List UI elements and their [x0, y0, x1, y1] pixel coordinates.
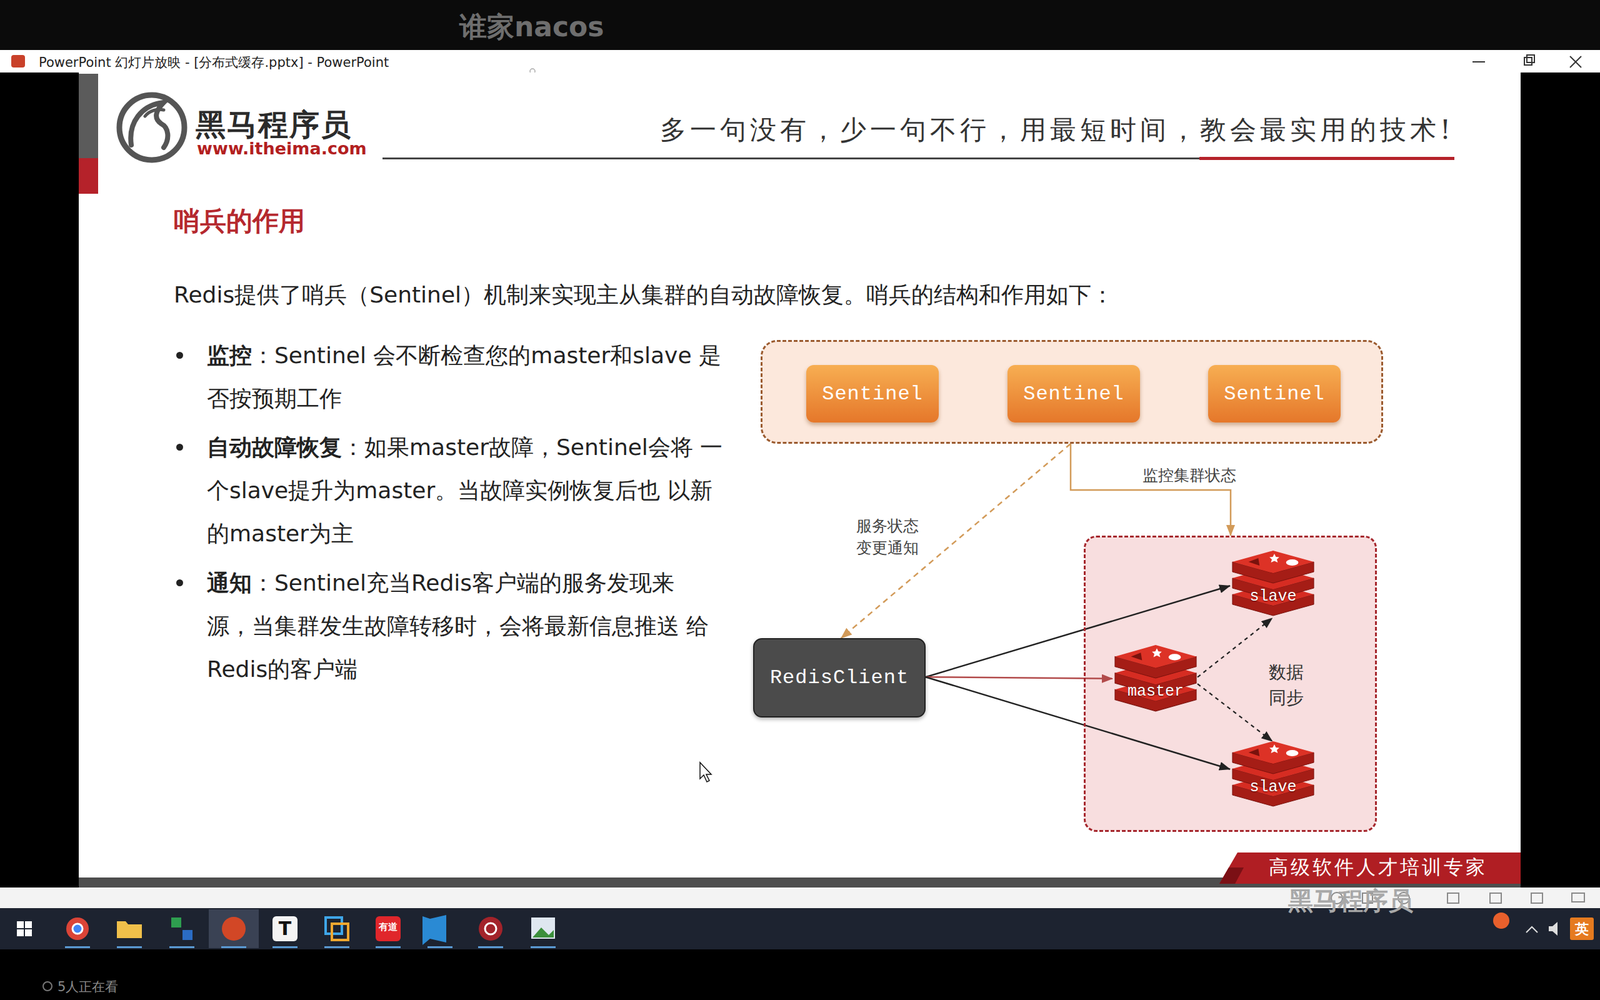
box-label: Sentinel	[1023, 382, 1125, 406]
redis-cluster-group: slave master slave	[1083, 535, 1377, 832]
slide-title: 哨兵的作用	[173, 203, 305, 239]
connector	[841, 443, 1071, 639]
sentinel-box: Sentinel	[1208, 365, 1341, 423]
redis-node: slave	[1230, 548, 1317, 621]
box-label: Sentinel	[821, 382, 924, 406]
box-label: Sentinel	[1223, 382, 1325, 406]
group-background	[1085, 536, 1376, 831]
redis-icon	[1112, 642, 1199, 717]
bullet-body: ：Sentinel充当Redis客户端的服务发现来 源，当集群发生故障转移时，会…	[206, 570, 709, 682]
group-background	[761, 341, 1382, 443]
taskbar-icon-text: 有道	[375, 921, 401, 934]
redis-node: master	[1112, 642, 1199, 717]
connector	[1197, 683, 1273, 742]
bullet-item: 监控：Sentinel 会不断检查您的master和slave 是否按预期工作	[206, 333, 726, 420]
bullet-heading: 监控	[206, 342, 252, 369]
redis-node: slave	[1230, 738, 1317, 812]
intro-text: Redis提供了哨兵（Sentinel）机制来实现主从集群的自动故障恢复。哨兵的…	[173, 280, 1114, 311]
client-box: RedisClient	[753, 638, 926, 718]
node-label: slave	[1230, 778, 1317, 797]
window-title: PowerPoint 幻灯片放映 - [分布式缓存.pptx] - PowerP…	[38, 53, 389, 72]
node-label: slave	[1230, 587, 1317, 607]
watermark: 黑马程序员	[1288, 883, 1414, 919]
redis-icon	[1230, 738, 1317, 812]
sentinel-box: Sentinel	[806, 365, 939, 423]
connector	[925, 585, 1230, 677]
connector	[925, 676, 1230, 770]
bullet-dot	[176, 579, 184, 587]
logo-url: www.itheima.com	[196, 138, 367, 159]
viewer-count: 5人正在看	[57, 978, 119, 996]
bullet-heading: 通知	[206, 570, 252, 596]
window-caption-fragment: 谁家nacos	[459, 8, 605, 46]
sentinel-group: Sentinel Sentinel Sentinel	[760, 340, 1384, 444]
edge-label: 监控集群状态	[1140, 463, 1239, 488]
bullet-dot	[176, 351, 184, 359]
slogan: 多一句没有，少一句不行，用最短时间，教会最实用的技术!	[660, 112, 1455, 148]
sentinel-box: Sentinel	[1007, 365, 1140, 423]
sync-label: 数据 同步	[1268, 660, 1304, 711]
bullet-item: 自动故障恢复：如果master故障，Sentinel会将 一个slave提升为m…	[206, 425, 726, 555]
edge-label: 服务状态 变更通知	[853, 513, 922, 560]
footer-banner-text: 高级软件人才培训专家	[1268, 854, 1488, 881]
bullet-dot	[176, 443, 184, 451]
bullet-body: ：Sentinel 会不断检查您的master和slave 是否按预期工作	[206, 342, 722, 412]
connector	[925, 676, 1113, 679]
taskbar-icon-text: T	[272, 916, 298, 942]
bullet-item: 通知：Sentinel充当Redis客户端的服务发现来 源，当集群发生故障转移时…	[206, 561, 726, 691]
box-label: RedisClient	[770, 666, 909, 690]
redis-icon	[1230, 548, 1317, 621]
node-label: master	[1112, 682, 1199, 702]
connector	[1070, 443, 1231, 536]
connector	[1197, 618, 1273, 678]
tray-ime-text: 英	[1570, 920, 1594, 939]
bullet-heading: 自动故障恢复	[206, 434, 342, 460]
